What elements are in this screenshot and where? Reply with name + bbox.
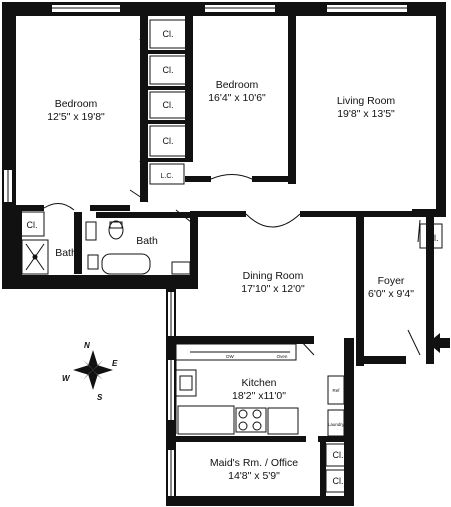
- maids-size: 14'8" x 5'9": [228, 470, 280, 482]
- compass-w: W: [62, 374, 71, 383]
- closet-label: Cl.: [163, 65, 174, 75]
- bedroom2-size: 16'4" x 10'6": [208, 92, 266, 104]
- closet-label: Cl.: [27, 220, 38, 230]
- bath2-name: Bath: [136, 235, 158, 247]
- living-size: 19'8" x 13'5": [337, 108, 395, 120]
- laundry-label: Laundry: [328, 422, 345, 427]
- entry-arrow-icon: [428, 333, 450, 353]
- closet-label: Cl.: [428, 233, 439, 243]
- bath1-name: Bath: [55, 247, 77, 259]
- foyer-name: Foyer: [378, 275, 405, 287]
- closet-label: Cl.: [163, 29, 174, 39]
- compass-s: S: [97, 393, 103, 402]
- bedroom1-size: 12'5" x 19'8": [47, 111, 105, 123]
- bedroom1-name: Bedroom: [55, 98, 98, 110]
- refrigerator-label: Ref: [332, 388, 340, 393]
- oven-label: Oven: [277, 354, 288, 359]
- closet-label: Cl.: [163, 136, 174, 146]
- dishwasher-label: DW: [226, 354, 234, 359]
- kitchen-size: 18'2" x11'0": [232, 390, 286, 402]
- compass-e: E: [112, 359, 118, 368]
- compass-n: N: [84, 341, 90, 350]
- appliance-labels: DW Oven Ref Laundry: [226, 354, 345, 427]
- kitchen-name: Kitchen: [241, 377, 276, 389]
- living-name: Living Room: [337, 95, 396, 107]
- windows: [7, 7, 407, 500]
- kitchen-fixtures: [175, 343, 299, 435]
- dining-name: Dining Room: [243, 270, 304, 282]
- dining-size: 17'10" x 12'0": [241, 283, 305, 295]
- room-labels: Bedroom 12'5" x 19'8" Bedroom 16'4" x 10…: [47, 79, 414, 482]
- bedroom2-name: Bedroom: [216, 79, 259, 91]
- closet-label: Cl.: [333, 450, 344, 460]
- maids-name: Maid's Rm. / Office: [210, 457, 298, 469]
- linen-closet-label: L.C.: [161, 173, 174, 180]
- bath-fixtures: [21, 220, 191, 275]
- closet-label: Cl.: [163, 100, 174, 110]
- foyer-size: 6'0" x 9'4": [368, 288, 414, 300]
- closet-labels: Cl. Cl. Cl. Cl. L.C. Cl. Cl. Cl. Cl.: [27, 29, 439, 486]
- closet-outlines: [19, 19, 443, 493]
- compass-icon: N S E W: [62, 341, 118, 402]
- closet-label: Cl.: [333, 476, 344, 486]
